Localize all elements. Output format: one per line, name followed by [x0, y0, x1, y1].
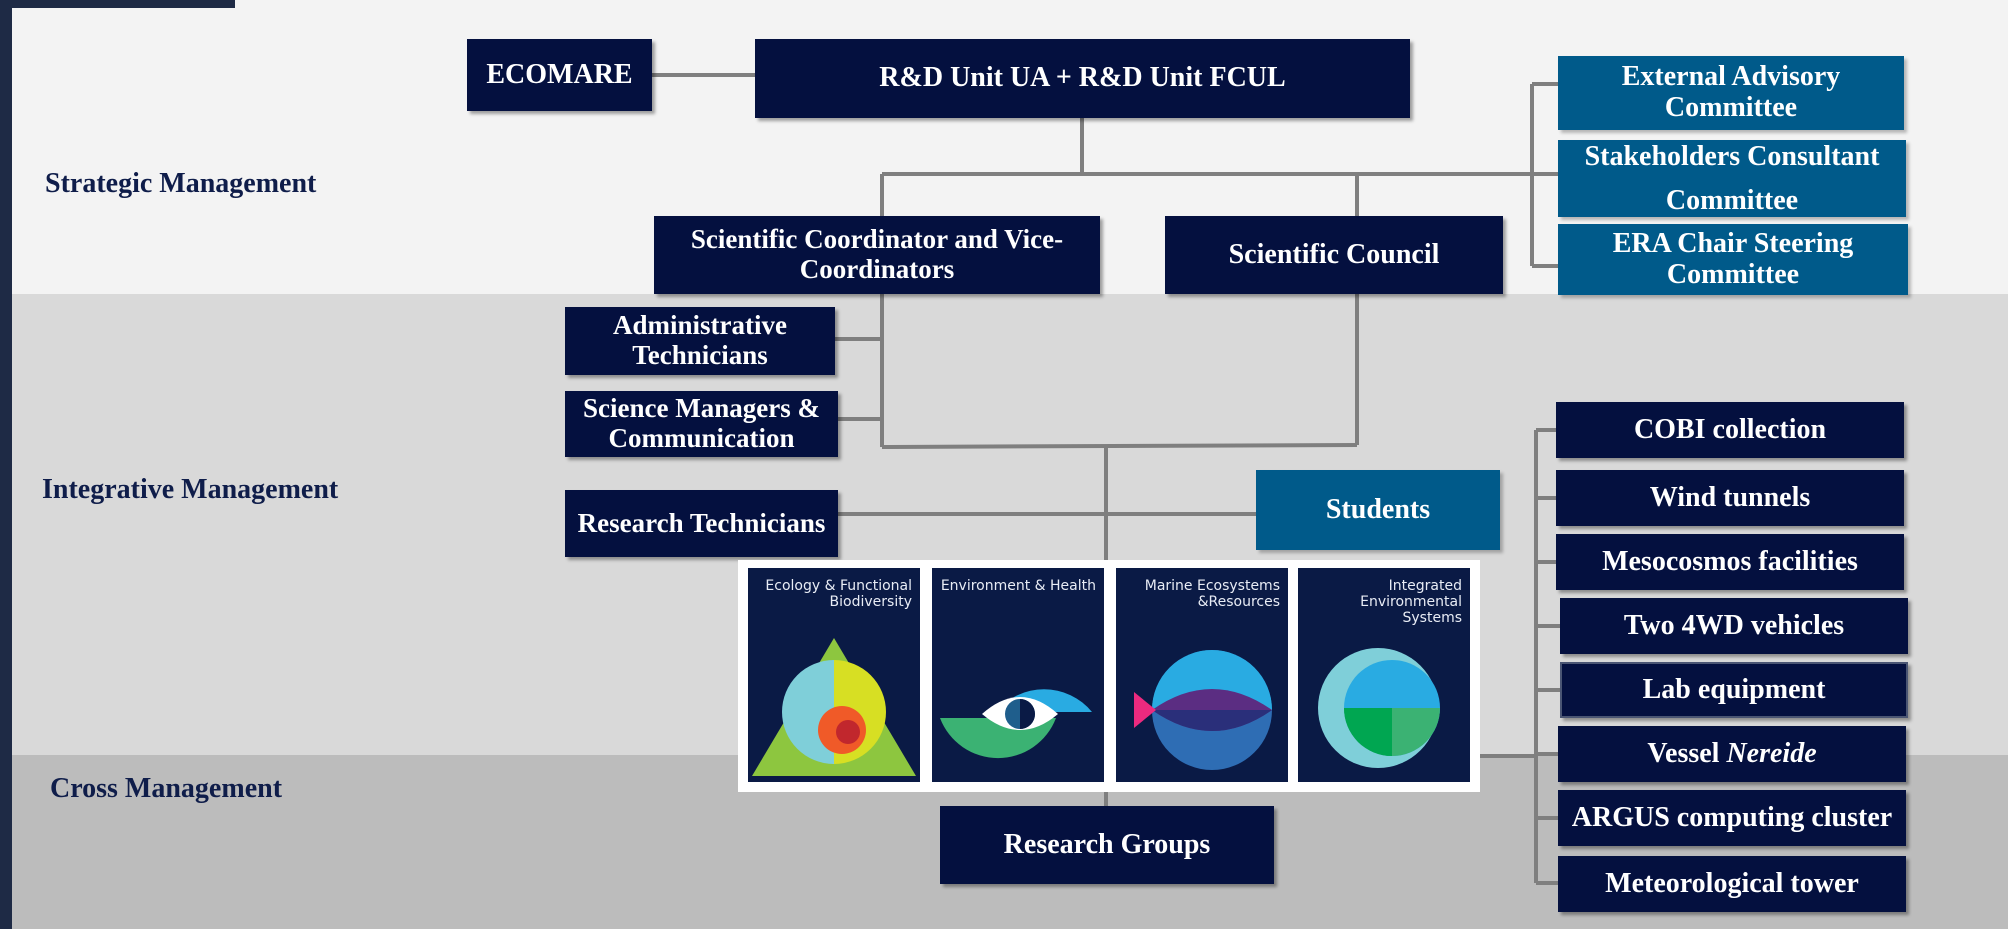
research-groups-box: Research Groups	[940, 806, 1274, 884]
external-advisory-box: External Advisory Committee	[1558, 56, 1904, 130]
scientific-council-box: Scientific Council	[1165, 216, 1503, 294]
level-cross-label: Cross Management	[50, 773, 283, 804]
era-chair-box: ERA Chair Steering Committee	[1558, 224, 1908, 295]
scientific-coordinator-box: Scientific Coordinator and Vice-Coordina…	[654, 216, 1100, 294]
vessel-name: Nereide	[1726, 737, 1817, 769]
facility-box: Vessel Nereide	[1558, 726, 1906, 782]
facility-box: Meteorological tower	[1558, 856, 1906, 912]
ecology-biodiversity-icon	[752, 638, 916, 776]
research-area-card: Ecology & Functional Biodiversity	[748, 568, 920, 782]
research-area-card: Marine Ecosystems &Resources	[1116, 568, 1288, 782]
research-area-card: Integrated Environmental Systems	[1298, 568, 1470, 782]
ecomare-box: ECOMARE	[467, 39, 652, 111]
research-area-card: Environment & Health	[932, 568, 1104, 782]
facility-box: COBI collection	[1556, 402, 1904, 458]
research-areas-panel: Ecology & Functional Biodiversity Enviro…	[738, 560, 1480, 792]
facility-text: Vessel	[1647, 737, 1727, 769]
research-area-title: Marine Ecosystems &Resources	[1144, 578, 1280, 611]
level-strategic-label: Strategic Management	[45, 168, 317, 199]
research-area-title: Environment & Health	[940, 578, 1096, 594]
facility-box: Mesocosmos facilities	[1556, 534, 1904, 590]
integrated-systems-icon	[1318, 648, 1440, 768]
administrative-technicians-box: Administrative Technicians	[565, 307, 835, 375]
left-accent-bar	[0, 0, 12, 929]
stakeholders-consultant-box: Stakeholders Consultant Committee	[1558, 140, 1906, 217]
research-technicians-box: Research Technicians	[565, 490, 838, 557]
students-box: Students	[1256, 470, 1500, 550]
research-area-title: Ecology & Functional Biodiversity	[765, 578, 912, 611]
top-accent-bar	[0, 0, 235, 8]
environment-health-icon	[940, 689, 1092, 759]
marine-ecosystems-icon	[1134, 650, 1272, 770]
research-area-title: Integrated Environmental Systems	[1360, 578, 1462, 627]
science-managers-box: Science Managers & Communication	[565, 391, 838, 457]
rd-unit-box: R&D Unit UA + R&D Unit FCUL	[755, 39, 1410, 118]
facility-box: Two 4WD vehicles	[1560, 598, 1908, 654]
facility-box: Wind tunnels	[1556, 470, 1904, 526]
facility-box: ARGUS computing cluster	[1558, 790, 1906, 846]
facility-box: Lab equipment	[1560, 662, 1908, 718]
level-integrative-label: Integrative Management	[42, 474, 339, 505]
